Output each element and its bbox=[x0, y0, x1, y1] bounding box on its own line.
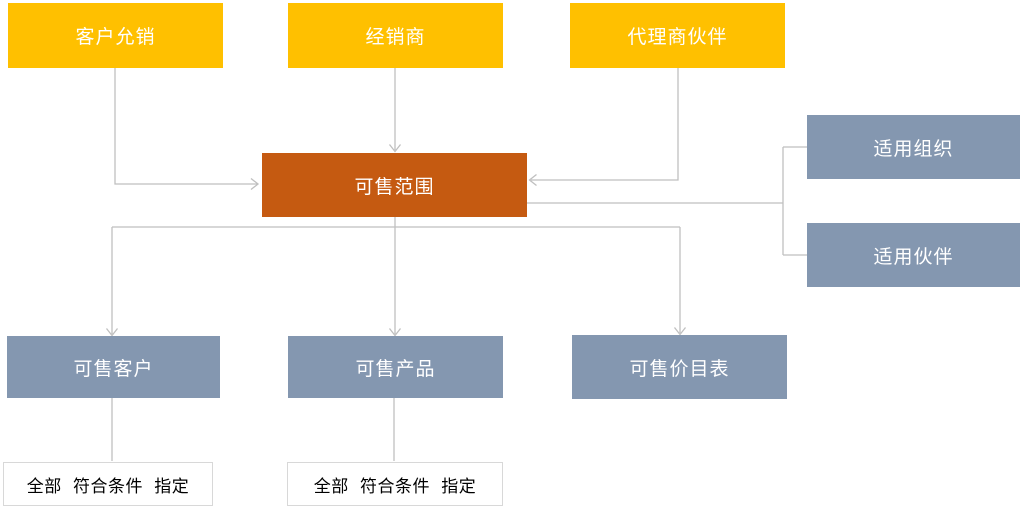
node-sellable-scope: 可售范围 bbox=[262, 153, 527, 217]
connector-sellable-scope-to-applicable-bracket bbox=[527, 146, 807, 256]
node-applicable-organization: 适用组织 bbox=[807, 115, 1020, 179]
node-agent-partner: 代理商伙伴 bbox=[570, 3, 785, 68]
node-customer-allocation: 客户允销 bbox=[8, 3, 223, 68]
connector-branch-to-sellable-pricelist bbox=[673, 227, 687, 336]
connector-sellable-scope-to-sellable-product bbox=[388, 217, 402, 337]
node-sellable-product: 可售产品 bbox=[288, 336, 503, 398]
annotation-product-mode-options: 全部 符合条件 指定 bbox=[287, 462, 503, 506]
annotation-customer-mode-options: 全部 符合条件 指定 bbox=[3, 462, 213, 506]
node-sellable-pricelist: 可售价目表 bbox=[572, 335, 787, 399]
connector-customer-allocation-to-sellable-scope bbox=[114, 68, 260, 191]
connector-agent-partner-to-sellable-scope bbox=[528, 68, 679, 187]
node-distributor: 经销商 bbox=[288, 3, 503, 68]
node-applicable-partner: 适用伙伴 bbox=[807, 223, 1020, 287]
node-sellable-customer: 可售客户 bbox=[7, 336, 220, 398]
connector-branch-to-sellable-customer bbox=[105, 227, 119, 337]
connector-distributor-to-sellable-scope bbox=[388, 68, 402, 153]
